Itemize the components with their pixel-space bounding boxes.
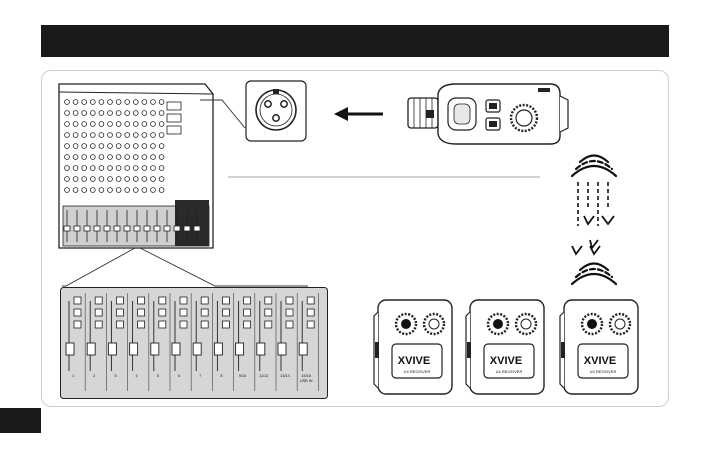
mute-button [159,297,166,304]
fader-cap [108,343,116,355]
fader-cap [236,343,244,355]
assign-button [307,321,314,328]
mute-button [95,297,102,304]
receiver-body: XVIVE U4 RECEIVER [370,298,454,398]
assign-button [95,321,102,328]
solo-button [222,309,229,316]
fader-channel-label: 5 [157,374,159,378]
receiver-logo: XVIVE [584,355,616,367]
fader-channel-label: USB IN [300,379,313,383]
mute-button [74,297,81,304]
mute-button [201,297,208,304]
solo-button [74,309,81,316]
mute-button [180,297,187,304]
assign-button [286,321,293,328]
fader-channel-label: 7 [199,374,201,378]
wireless-signal-icon-top [566,150,622,180]
receiver-model: U4 RECEIVER [404,369,431,374]
solo-button [116,309,123,316]
left-arrow-icon [334,106,384,122]
assign-button [138,321,145,328]
wireless-signal-icon-bottom [566,258,622,288]
fader-strip-closeup: 1 2 3 4 5 6 7 8 9/10 11/12 13/14 15/16USB IN [60,287,328,399]
receiver-body: XVIVE U4 RECEIVER [556,298,640,398]
assign-button [159,321,166,328]
mute-button [244,297,251,304]
receiver-model: U4 RECEIVER [590,369,617,374]
fader-cap [151,343,159,355]
assign-button [116,321,123,328]
fader-channel-label: 11/12 [259,374,268,378]
fader-cap [214,343,222,355]
xlr-connector-closeup [245,80,307,142]
receiver-unit: XVIVE U4 RECEIVER [370,298,454,403]
fader-channel-label: 9/10 [239,374,246,378]
solo-button [307,309,314,316]
solo-button [95,309,102,316]
fader-channel-label: 3 [114,374,116,378]
solo-button [201,309,208,316]
fader-channel-label: 15/16 [301,374,311,378]
wireless-transmitter [400,80,570,150]
fader-cap [193,343,201,355]
solo-button [138,309,145,316]
fader-cap [299,343,307,355]
fader-cap [87,343,95,355]
fader-channel-label: 4 [136,374,138,378]
fader-channel-label: 2 [93,374,95,378]
fader-callout-line-left [62,248,135,286]
solo-button [180,309,187,316]
mute-button [138,297,145,304]
receiver-body: XVIVE U4 RECEIVER [462,298,546,398]
fader-cap [257,343,265,355]
solo-button [286,309,293,316]
xlr-callout-line [200,100,245,128]
fader-channel-label: 8 [220,374,222,378]
assign-button [222,321,229,328]
mute-button [116,297,123,304]
mute-button [222,297,229,304]
solo-button [265,309,272,316]
solo-button [244,309,251,316]
fader-cap [130,343,138,355]
fader-cap [172,343,180,355]
assign-button [201,321,208,328]
solo-button [159,309,166,316]
assign-button [180,321,187,328]
mute-button [307,297,314,304]
mute-button [286,297,293,304]
fader-cap [66,343,74,355]
fader-callout-line-right [140,248,308,286]
assign-button [244,321,251,328]
mute-button [265,297,272,304]
receiver-logo: XVIVE [490,355,522,367]
fader-channel-label: 1 [72,374,74,378]
signal-down-arrows [566,180,616,256]
receiver-unit: XVIVE U4 RECEIVER [556,298,640,403]
receiver-model: U4 RECEIVER [496,369,523,374]
assign-button [265,321,272,328]
assign-button [74,321,81,328]
fader-channel-label: 6 [178,374,180,378]
receiver-unit: XVIVE U4 RECEIVER [462,298,546,403]
receiver-logo: XVIVE [398,355,430,367]
fader-cap [278,343,286,355]
fader-channel-label: 13/14 [280,374,290,378]
